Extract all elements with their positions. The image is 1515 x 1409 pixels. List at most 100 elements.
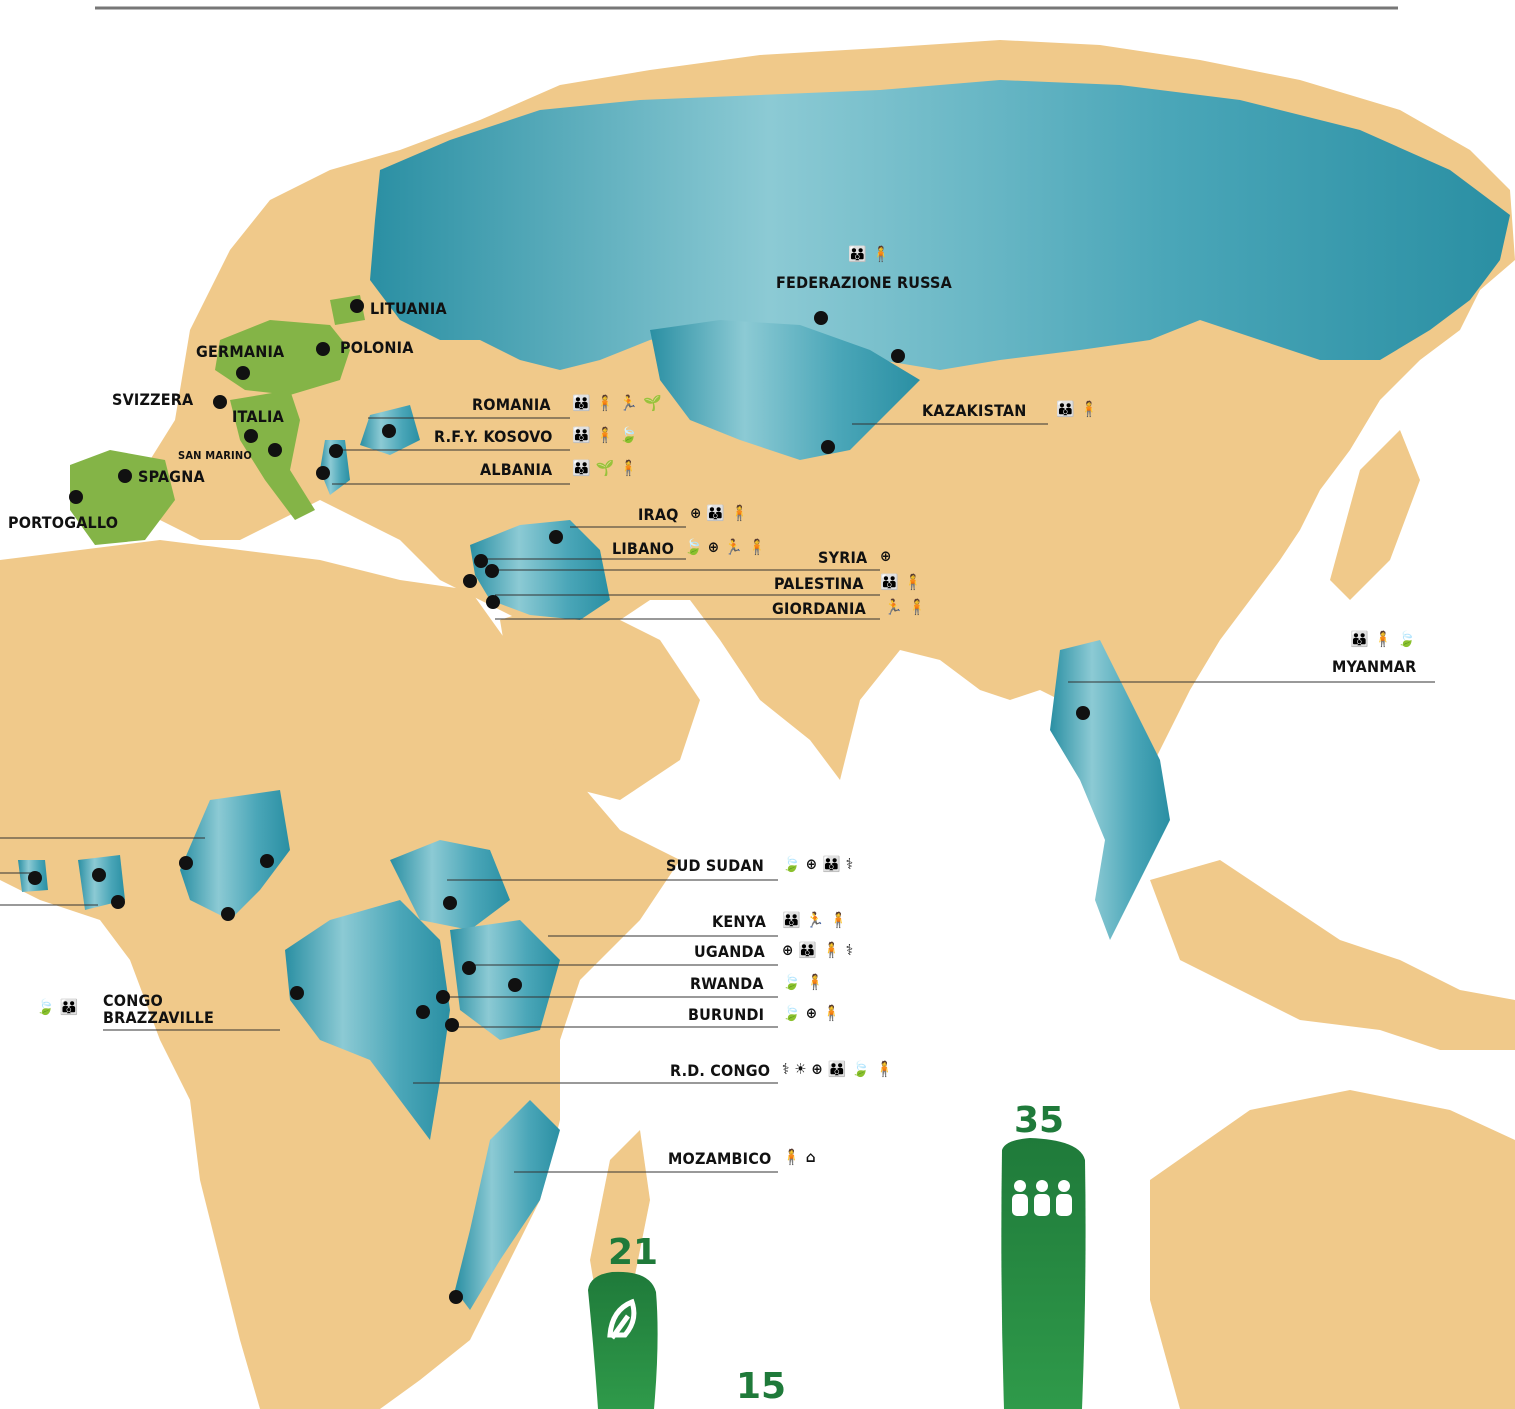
adult-with-child-icon: 🧍 <box>1373 630 1394 648</box>
location-dots <box>28 299 1090 1304</box>
adult-with-child-icon: 🧍 <box>595 426 616 444</box>
agriculture-icon: 🌱 <box>595 459 616 477</box>
label-burundi: BURUNDI <box>688 1005 765 1024</box>
label-giordania: GIORDANIA <box>772 599 866 618</box>
icons-russia: 👪🧍 <box>844 245 891 263</box>
west-africa-2 <box>78 855 125 910</box>
stat-bars <box>588 1138 1086 1409</box>
medical-cross-icon: ⊕ <box>690 504 703 522</box>
label-lituania: LITUANIA <box>370 299 447 318</box>
icons-mozambico: 🧍⌂ <box>778 1148 816 1166</box>
label-federazione-russa: FEDERAZIONE RUSSA <box>776 273 952 292</box>
stat-leaf-count: 21 <box>608 1232 659 1273</box>
icons-congo-brazzaville: 🍃👪 <box>32 998 79 1016</box>
three-people-icon: 👪 <box>572 394 592 412</box>
sun-plant-icon: ☀ <box>794 1060 808 1078</box>
seed-leaf-icon: 🍃 <box>782 973 802 991</box>
congo-region <box>285 900 450 1140</box>
three-people-icon: 👪 <box>1056 400 1076 418</box>
label-rd-congo: R.D. CONGO <box>670 1061 771 1080</box>
label-italia: ITALIA <box>232 407 284 426</box>
stat-third-count: 15 <box>736 1366 787 1407</box>
medical-cross-icon: ⊕ <box>811 1060 824 1078</box>
icons-albania: 👪🌱🧍 <box>568 459 639 477</box>
seed-leaf-icon: 🍃 <box>782 855 802 873</box>
label-sud-sudan: SUD SUDAN <box>666 856 765 875</box>
icons-myanmar: 👪🧍🍃 <box>1346 630 1417 648</box>
label-rwanda: RWANDA <box>690 974 764 993</box>
three-people-icon: 👪 <box>848 245 868 263</box>
adult-with-child-icon: 🧍 <box>782 1148 802 1166</box>
label-spagna: SPAGNA <box>138 467 205 486</box>
label-polonia: POLONIA <box>340 338 414 357</box>
adult-with-child-icon: 🧍 <box>747 538 768 556</box>
label-uganda: UGANDA <box>694 942 765 961</box>
stat-group-count: 35 <box>1014 1100 1065 1141</box>
sport-running-icon: 🏃 <box>884 598 904 616</box>
group-bar <box>1001 1138 1086 1409</box>
icons-rd-congo: ⚕☀⊕👪🍃🧍 <box>778 1060 895 1078</box>
icons-kenya: 👪🏃🧍 <box>778 911 849 929</box>
three-people-icon: 👪 <box>59 998 80 1016</box>
east-africa-region <box>450 920 560 1040</box>
australia-land <box>1150 1090 1515 1409</box>
three-people-icon: 👪 <box>572 426 592 444</box>
medical-cross-icon: ⊕ <box>805 1004 818 1022</box>
adult-with-child-icon: 🧍 <box>595 394 616 412</box>
medical-cross-icon: ⊕ <box>782 941 795 959</box>
leader-lines <box>0 417 1435 1173</box>
icons-syria: ⊕ <box>876 547 892 565</box>
icons-romania: 👪🧍🏃🌱 <box>568 394 663 412</box>
icons-kazakistan: 👪🧍 <box>1052 400 1099 418</box>
seed-leaf-icon: 🍃 <box>36 998 56 1016</box>
icons-burundi: 🍃⊕🧍 <box>778 1004 842 1022</box>
agriculture-icon: 🌱 <box>643 394 663 412</box>
nigeria-region <box>180 790 290 920</box>
adult-with-child-icon: 🧍 <box>730 504 750 522</box>
adult-with-child-icon: 🧍 <box>903 573 924 591</box>
icons-palestina: 👪🧍 <box>876 573 923 591</box>
label-myanmar: MYANMAR <box>1332 657 1417 676</box>
three-people-icon: 👪 <box>782 911 802 929</box>
seed-leaf-icon: 🍃 <box>684 538 704 556</box>
label-palestina: PALESTINA <box>774 574 864 593</box>
leaf-bar-icon <box>607 1298 637 1340</box>
russia-region <box>370 80 1510 370</box>
three-people-icon: 👪 <box>1350 630 1370 648</box>
japan-land <box>1330 430 1420 600</box>
active-countries-blue <box>18 80 1510 1310</box>
sea-islands-land <box>1150 860 1515 1050</box>
three-people-icon: 👪 <box>827 1060 848 1078</box>
kazakhstan-region <box>650 320 920 460</box>
seed-leaf-icon: 🍃 <box>782 1004 802 1022</box>
three-people-icon: 👪 <box>572 459 592 477</box>
adult-with-child-icon: 🧍 <box>822 1004 842 1022</box>
label-san-marino: SAN MARINO <box>178 449 253 462</box>
icons-iraq: ⊕👪🧍 <box>686 504 750 522</box>
iberia-region <box>70 450 175 545</box>
medical-cross-icon: ⊕ <box>880 547 893 565</box>
label-albania: ALBANIA <box>480 460 553 479</box>
label-germania: GERMANIA <box>196 342 285 361</box>
label-portogallo: PORTOGALLO <box>8 513 119 532</box>
kosovo-albania-region <box>320 440 350 495</box>
sport-running-icon: 🏃 <box>724 538 744 556</box>
stethoscope-icon: ⚕ <box>845 855 854 873</box>
adult-with-child-icon: 🧍 <box>805 973 826 991</box>
group-bar-icon <box>1012 1180 1072 1216</box>
seed-leaf-icon: 🍃 <box>619 426 640 444</box>
madagascar-land <box>590 1130 650 1320</box>
mozambique-region <box>455 1100 560 1310</box>
house-icon: ⌂ <box>805 1148 817 1166</box>
sport-running-icon: 🏃 <box>619 394 640 412</box>
three-people-icon: 👪 <box>798 941 818 959</box>
medical-cross-icon: ⊕ <box>805 855 818 873</box>
label-iraq: IRAQ <box>638 505 679 524</box>
stethoscope-icon: ⚕ <box>782 1060 791 1078</box>
label-kosovo: R.F.Y. KOSOVO <box>434 427 553 446</box>
icons-sud-sudan: 🍃⊕👪⚕ <box>778 855 854 873</box>
three-people-icon: 👪 <box>822 855 842 873</box>
adult-with-child-icon: 🧍 <box>871 245 892 263</box>
